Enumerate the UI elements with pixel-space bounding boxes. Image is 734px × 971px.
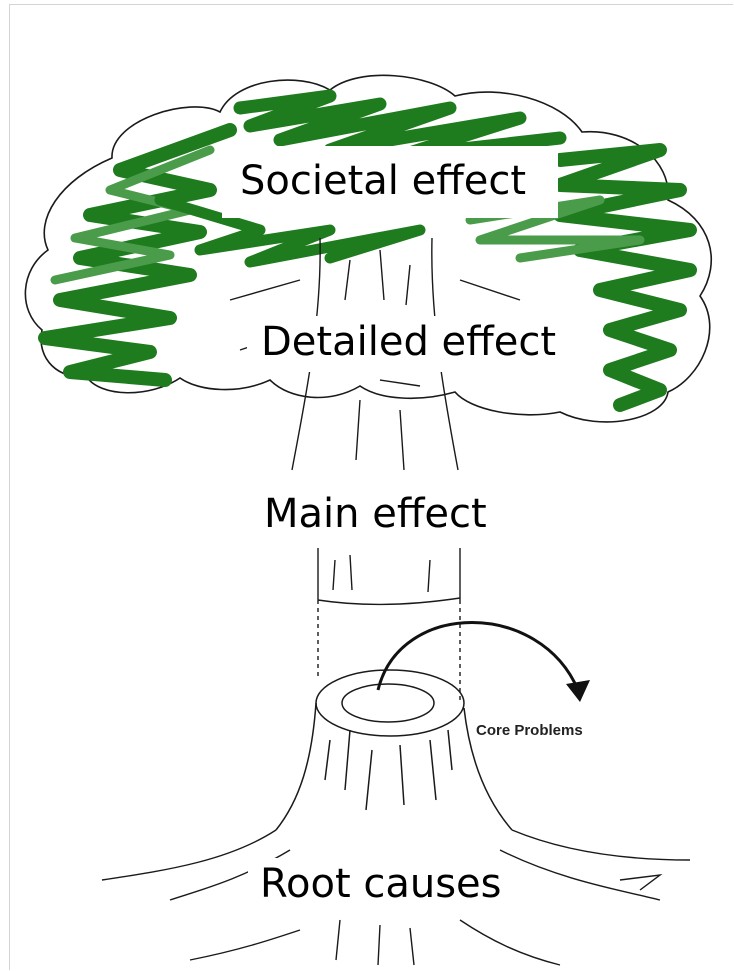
detailed-effect-label: Detailed effect — [247, 316, 568, 372]
core-problems-label: Core Problems — [476, 722, 583, 739]
main-effect-label: Main effect — [250, 488, 499, 544]
foliage-scribble-right — [560, 150, 690, 405]
societal-effect-label: Societal effect — [222, 146, 558, 218]
trunk — [230, 238, 540, 700]
root-causes-label: Root causes — [248, 858, 513, 914]
stump — [276, 670, 512, 830]
core-problem-arrow — [378, 623, 590, 703]
